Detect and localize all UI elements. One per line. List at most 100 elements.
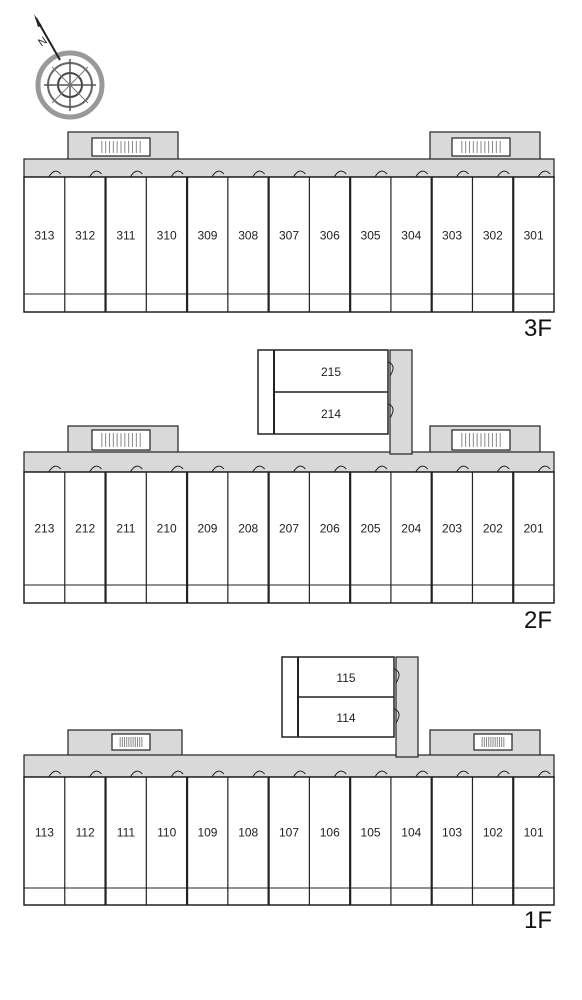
unit-215: 215 xyxy=(321,361,394,379)
unit-104: 104 xyxy=(390,770,429,905)
unit-103: 103 xyxy=(430,770,469,905)
unit-310: 310 xyxy=(145,170,184,312)
unit-label: 302 xyxy=(483,229,503,243)
unit-308: 308 xyxy=(227,170,265,312)
unit-label: 111 xyxy=(117,826,136,840)
door-icon xyxy=(129,465,143,473)
unit-306: 306 xyxy=(308,170,347,312)
unit-label: 308 xyxy=(238,229,258,243)
unit-label: 207 xyxy=(279,522,299,536)
unit-202: 202 xyxy=(471,465,510,603)
unit-214: 214 xyxy=(274,391,394,421)
unit-label: 114 xyxy=(336,711,355,725)
unit-213: 213 xyxy=(34,465,62,536)
door-icon xyxy=(89,170,102,178)
door-icon xyxy=(496,770,510,778)
unit-label: 215 xyxy=(321,365,341,379)
door-icon xyxy=(89,465,102,473)
unit-205: 205 xyxy=(349,465,388,603)
unit-106: 106 xyxy=(308,770,347,905)
unit-label: 310 xyxy=(157,229,177,243)
unit-210: 210 xyxy=(145,465,184,603)
unit-204: 204 xyxy=(390,465,429,603)
unit-206: 206 xyxy=(308,465,347,603)
door-icon xyxy=(333,770,347,778)
unit-207: 207 xyxy=(267,465,306,603)
door-icon xyxy=(211,770,225,778)
floor-label: 1F xyxy=(524,907,552,934)
unit-101: 101 xyxy=(512,770,551,905)
door-icon xyxy=(387,403,394,419)
compass-icon: N xyxy=(34,14,105,120)
unit-label: 110 xyxy=(157,826,176,840)
door-icon xyxy=(170,465,184,473)
unit-label: 313 xyxy=(34,229,54,243)
door-icon xyxy=(211,465,225,473)
unit-302: 302 xyxy=(471,170,510,312)
unit-107: 107 xyxy=(267,770,306,905)
floor-1f: 113 112 111 110 109 108 107 106 105 104 103 102 101 1… xyxy=(23,656,555,934)
unit-label: 203 xyxy=(442,522,462,536)
door-icon xyxy=(48,770,62,778)
unit-label: 303 xyxy=(442,229,462,243)
unit-113: 113 xyxy=(35,770,62,840)
unit-112: 112 xyxy=(64,770,102,905)
unit-311: 311 xyxy=(104,170,143,312)
door-icon xyxy=(496,170,510,178)
unit-304: 304 xyxy=(390,170,429,312)
floor-label: 2F xyxy=(524,607,552,634)
unit-label: 106 xyxy=(320,826,340,840)
unit-209: 209 xyxy=(185,465,225,603)
unit-307: 307 xyxy=(267,170,306,312)
unit-312: 312 xyxy=(64,170,102,312)
corridor xyxy=(23,451,555,473)
unit-label: 101 xyxy=(524,826,544,840)
unit-109: 109 xyxy=(185,770,225,905)
unit-label: 311 xyxy=(116,229,135,243)
door-icon xyxy=(252,770,265,778)
door-icon xyxy=(415,465,429,473)
door-icon xyxy=(48,170,62,178)
unit-block xyxy=(23,176,555,313)
unit-110: 110 xyxy=(145,770,184,905)
annex-corridor xyxy=(395,656,419,758)
door-icon xyxy=(292,170,306,178)
door-icon xyxy=(374,770,388,778)
unit-label: 301 xyxy=(524,229,544,243)
unit-label: 102 xyxy=(483,826,503,840)
unit-201: 201 xyxy=(512,465,551,603)
unit-label: 109 xyxy=(197,826,217,840)
unit-111: 111 xyxy=(104,770,143,905)
unit-label: 113 xyxy=(35,826,54,840)
door-icon xyxy=(252,170,265,178)
door-icon xyxy=(537,170,551,178)
door-icon xyxy=(333,465,347,473)
unit-label: 204 xyxy=(401,522,421,536)
door-icon xyxy=(374,170,388,178)
door-icon xyxy=(415,770,429,778)
unit-label: 305 xyxy=(361,229,381,243)
unit-label: 211 xyxy=(116,522,135,536)
door-icon xyxy=(387,361,394,377)
unit-block xyxy=(23,776,555,906)
unit-label: 206 xyxy=(320,522,340,536)
door-icon xyxy=(374,465,388,473)
unit-208: 208 xyxy=(227,465,265,603)
unit-label: 212 xyxy=(75,522,95,536)
unit-label: 104 xyxy=(401,826,421,840)
unit-211: 211 xyxy=(104,465,143,603)
unit-label: 105 xyxy=(361,826,381,840)
unit-301: 301 xyxy=(512,170,551,312)
unit-label: 108 xyxy=(238,826,258,840)
door-icon xyxy=(393,708,400,724)
annex-corridor xyxy=(389,349,413,455)
door-icon xyxy=(48,465,62,473)
unit-label: 107 xyxy=(279,826,299,840)
door-icon xyxy=(129,770,143,778)
unit-label: 306 xyxy=(320,229,340,243)
unit-label: 309 xyxy=(197,229,217,243)
unit-label: 307 xyxy=(279,229,299,243)
door-icon xyxy=(170,770,184,778)
